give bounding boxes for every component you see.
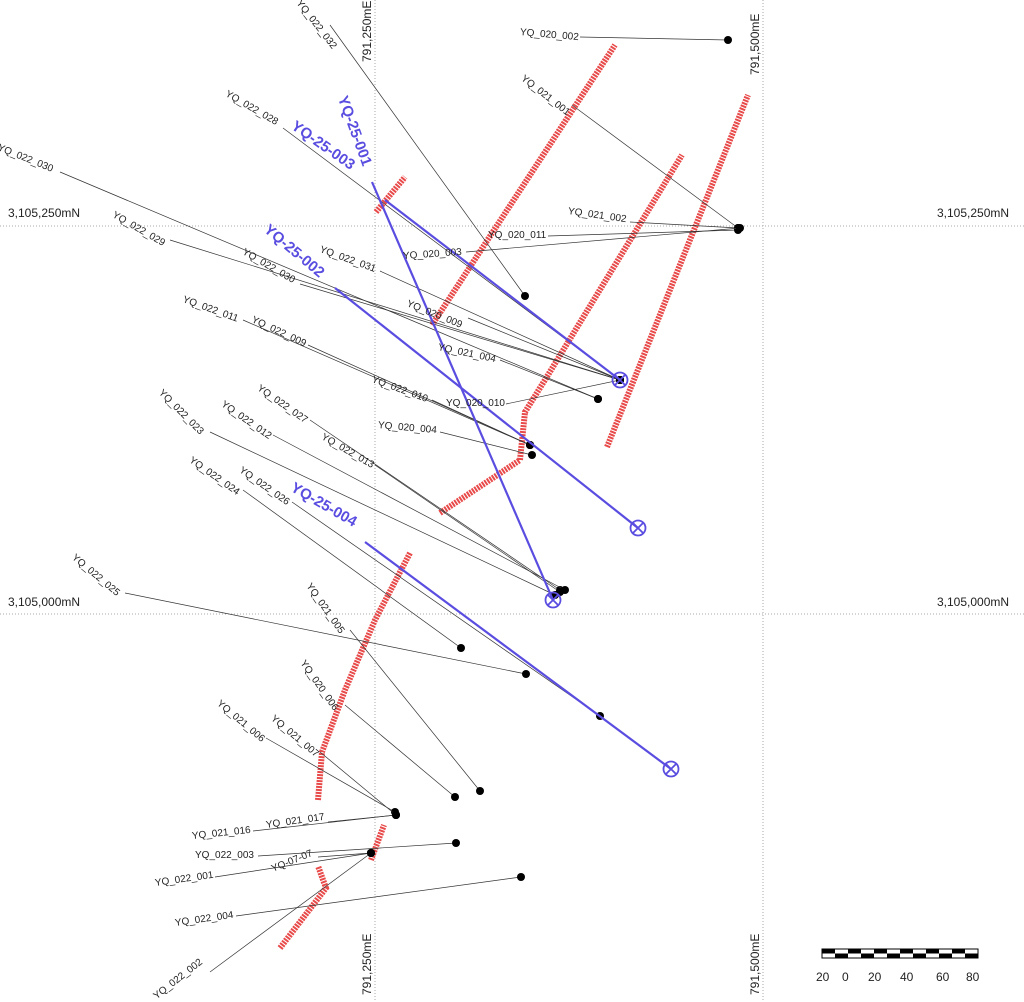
northing-label-south-west: 3,105,000mN [8, 595, 81, 609]
scale-bar-segment [822, 949, 835, 954]
planned-target-icon [544, 591, 562, 609]
drill-hole-trace [374, 464, 561, 593]
easting-label-east-top: 791,500mE [748, 13, 762, 75]
drill-collar-dot [476, 787, 484, 795]
northing-label-south-east: 3,105,000mN [937, 595, 1010, 609]
mineralised-zone [438, 153, 685, 516]
drill-collar-dot [517, 873, 525, 881]
drill-hole-trace [579, 36, 729, 41]
drill-hole-trace [291, 501, 601, 717]
planned-hole-trace [384, 199, 621, 381]
easting-label-west-top: 791,250mE [360, 0, 374, 62]
scale-bar-segment [913, 953, 926, 958]
drill-hole-trace [309, 419, 561, 591]
planned-target-cross-icon [547, 594, 559, 606]
drill-hole-trace [257, 842, 457, 857]
planned-hole-trace [370, 181, 555, 601]
scale-bar-segment [861, 953, 874, 958]
drill-hole-trace [265, 737, 396, 813]
scale-bar-segment [900, 949, 913, 954]
scale-bar-label: 80 [966, 970, 980, 984]
planned-target-cross-icon [665, 763, 677, 775]
drill-hole-trace [467, 317, 621, 381]
scale-bar-label: 20 [868, 970, 882, 984]
drill-collar-dot [528, 451, 536, 459]
drill-collar-dot [724, 36, 732, 44]
planned-target-icon [662, 760, 680, 778]
drill-collar-dot [452, 839, 460, 847]
drill-collar-dot [457, 644, 465, 652]
drill-hole-trace [209, 852, 372, 973]
planned-target-cross-icon [614, 374, 626, 386]
scale-bar-segment [887, 953, 900, 958]
mineralised-zone [277, 864, 330, 950]
scale-bar-segment [848, 949, 861, 954]
scale-bar-label: 0 [842, 970, 849, 984]
easting-label-west-bottom: 791,250mE [360, 933, 374, 995]
planned-target-icon [629, 519, 647, 537]
scale-bar-segment [939, 953, 952, 958]
drill-collar-dot [736, 224, 744, 232]
drill-hole-trace [59, 171, 599, 400]
drill-hole-trace [299, 283, 621, 381]
drill-hole-trace [499, 359, 599, 400]
drill-hole-trace [431, 399, 531, 446]
planned-target-cross-icon [632, 522, 644, 534]
northing-label-north-east: 3,105,250mN [937, 206, 1010, 220]
drill-hole-trace [329, 24, 526, 297]
scale-bar-segment [926, 949, 939, 954]
drill-hole-trace [252, 814, 397, 832]
drill-hole-trace [169, 239, 621, 381]
drill-hole-trace [272, 434, 566, 591]
scale-bar-segment [874, 949, 887, 954]
mineralised-zone [604, 93, 751, 449]
drill-hole-trace [505, 379, 621, 405]
planned-hole-trace [334, 287, 639, 529]
drill-collar-dot [594, 395, 602, 403]
drill-hole-trace [242, 319, 531, 446]
scale-bar-label: 60 [936, 970, 950, 984]
drill-hole-trace [571, 104, 739, 229]
scale-bar-label: 40 [900, 970, 914, 984]
drill-hole-trace [242, 489, 462, 649]
drill-hole-trace [629, 221, 739, 229]
drill-hole-trace [465, 227, 741, 253]
northing-label-north-west: 3,105,250mN [8, 206, 81, 220]
drill-collar-dot [392, 811, 400, 819]
planned-hole-trace [364, 541, 672, 770]
drill-hole-trace [319, 751, 397, 816]
scale-bar-segment [835, 953, 848, 958]
drill-hole-label: YQ_022_003 [195, 850, 254, 861]
mineralised-zone [429, 43, 618, 327]
mineralised-zone [315, 551, 413, 801]
easting-label-east-bottom: 791,500mE [748, 933, 762, 995]
scale-bar-segment [952, 949, 965, 954]
planned-target-icon [611, 371, 629, 389]
drill-hole-trace [349, 629, 481, 792]
drill-collar-dot [521, 292, 529, 300]
drill-hole-trace [379, 270, 621, 381]
drill-hole-trace [214, 852, 372, 878]
scale-bar-label: 20 [816, 970, 830, 984]
drill-hole-label: YQ_020_010 [446, 398, 505, 409]
drill-collar-dot [522, 670, 530, 678]
drill-hole-label: YQ_020_011 [488, 230, 547, 241]
drill-hole-trace [344, 704, 456, 798]
drill-hole-trace [209, 431, 556, 596]
scale-bar-segment [965, 953, 978, 958]
drill-collar-dot [367, 849, 375, 857]
mineralised-zone [373, 175, 408, 214]
drill-hole-trace [235, 876, 522, 917]
drill-hole-trace [317, 852, 372, 858]
drill-collar-dot [451, 793, 459, 801]
drill-hole-trace [124, 592, 527, 675]
